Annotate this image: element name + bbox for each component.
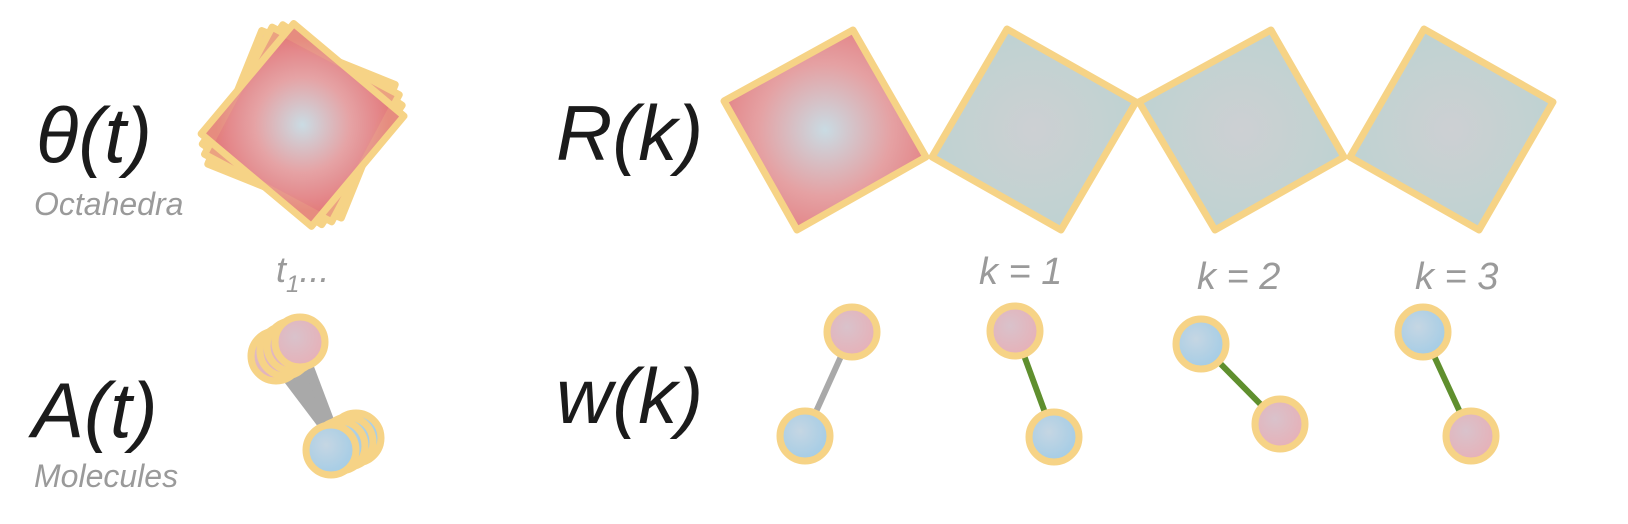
- w-k-label: w(k): [556, 352, 703, 440]
- pink-atom: [271, 313, 329, 371]
- pink-atom: [823, 303, 881, 361]
- time-label-base: t: [276, 249, 288, 290]
- theta-t-label: θ(t): [36, 91, 152, 179]
- octahedra-caption: Octahedra: [34, 186, 183, 222]
- molecule-stack: [247, 313, 385, 479]
- blue-atom: [1025, 408, 1083, 466]
- a-t-label: A(t): [28, 366, 158, 454]
- reference-octahedron: [720, 26, 930, 234]
- pink-atom: [1442, 407, 1500, 465]
- octahedron-k1: [928, 25, 1140, 234]
- molecule-reference: [776, 303, 881, 465]
- octahedron-k3: [1346, 25, 1557, 234]
- octahedra-row: [720, 25, 1557, 234]
- k1-label: k = 1: [979, 251, 1062, 293]
- octahedron-k2: [1135, 26, 1348, 234]
- k2-label: k = 2: [1197, 256, 1280, 298]
- molecule-k3: [1394, 303, 1500, 465]
- molecules-caption: Molecules: [34, 458, 178, 494]
- octahedra-stack: [197, 19, 408, 230]
- blue-atom: [1394, 303, 1452, 361]
- r-k-label: R(k): [556, 89, 703, 177]
- time-label: t1...: [276, 249, 329, 298]
- time-label-suffix: ...: [299, 249, 329, 290]
- octahedron-frame: [197, 19, 408, 230]
- blue-atom: [1172, 315, 1230, 373]
- molecule-k1: [986, 302, 1083, 466]
- blue-atom: [776, 407, 834, 465]
- pink-atom: [1251, 395, 1309, 453]
- pink-atom: [986, 302, 1044, 360]
- blue-atom: [302, 421, 360, 479]
- k3-label: k = 3: [1415, 256, 1498, 298]
- molecule-k2: [1172, 315, 1309, 453]
- time-label-subscript: 1: [286, 271, 299, 298]
